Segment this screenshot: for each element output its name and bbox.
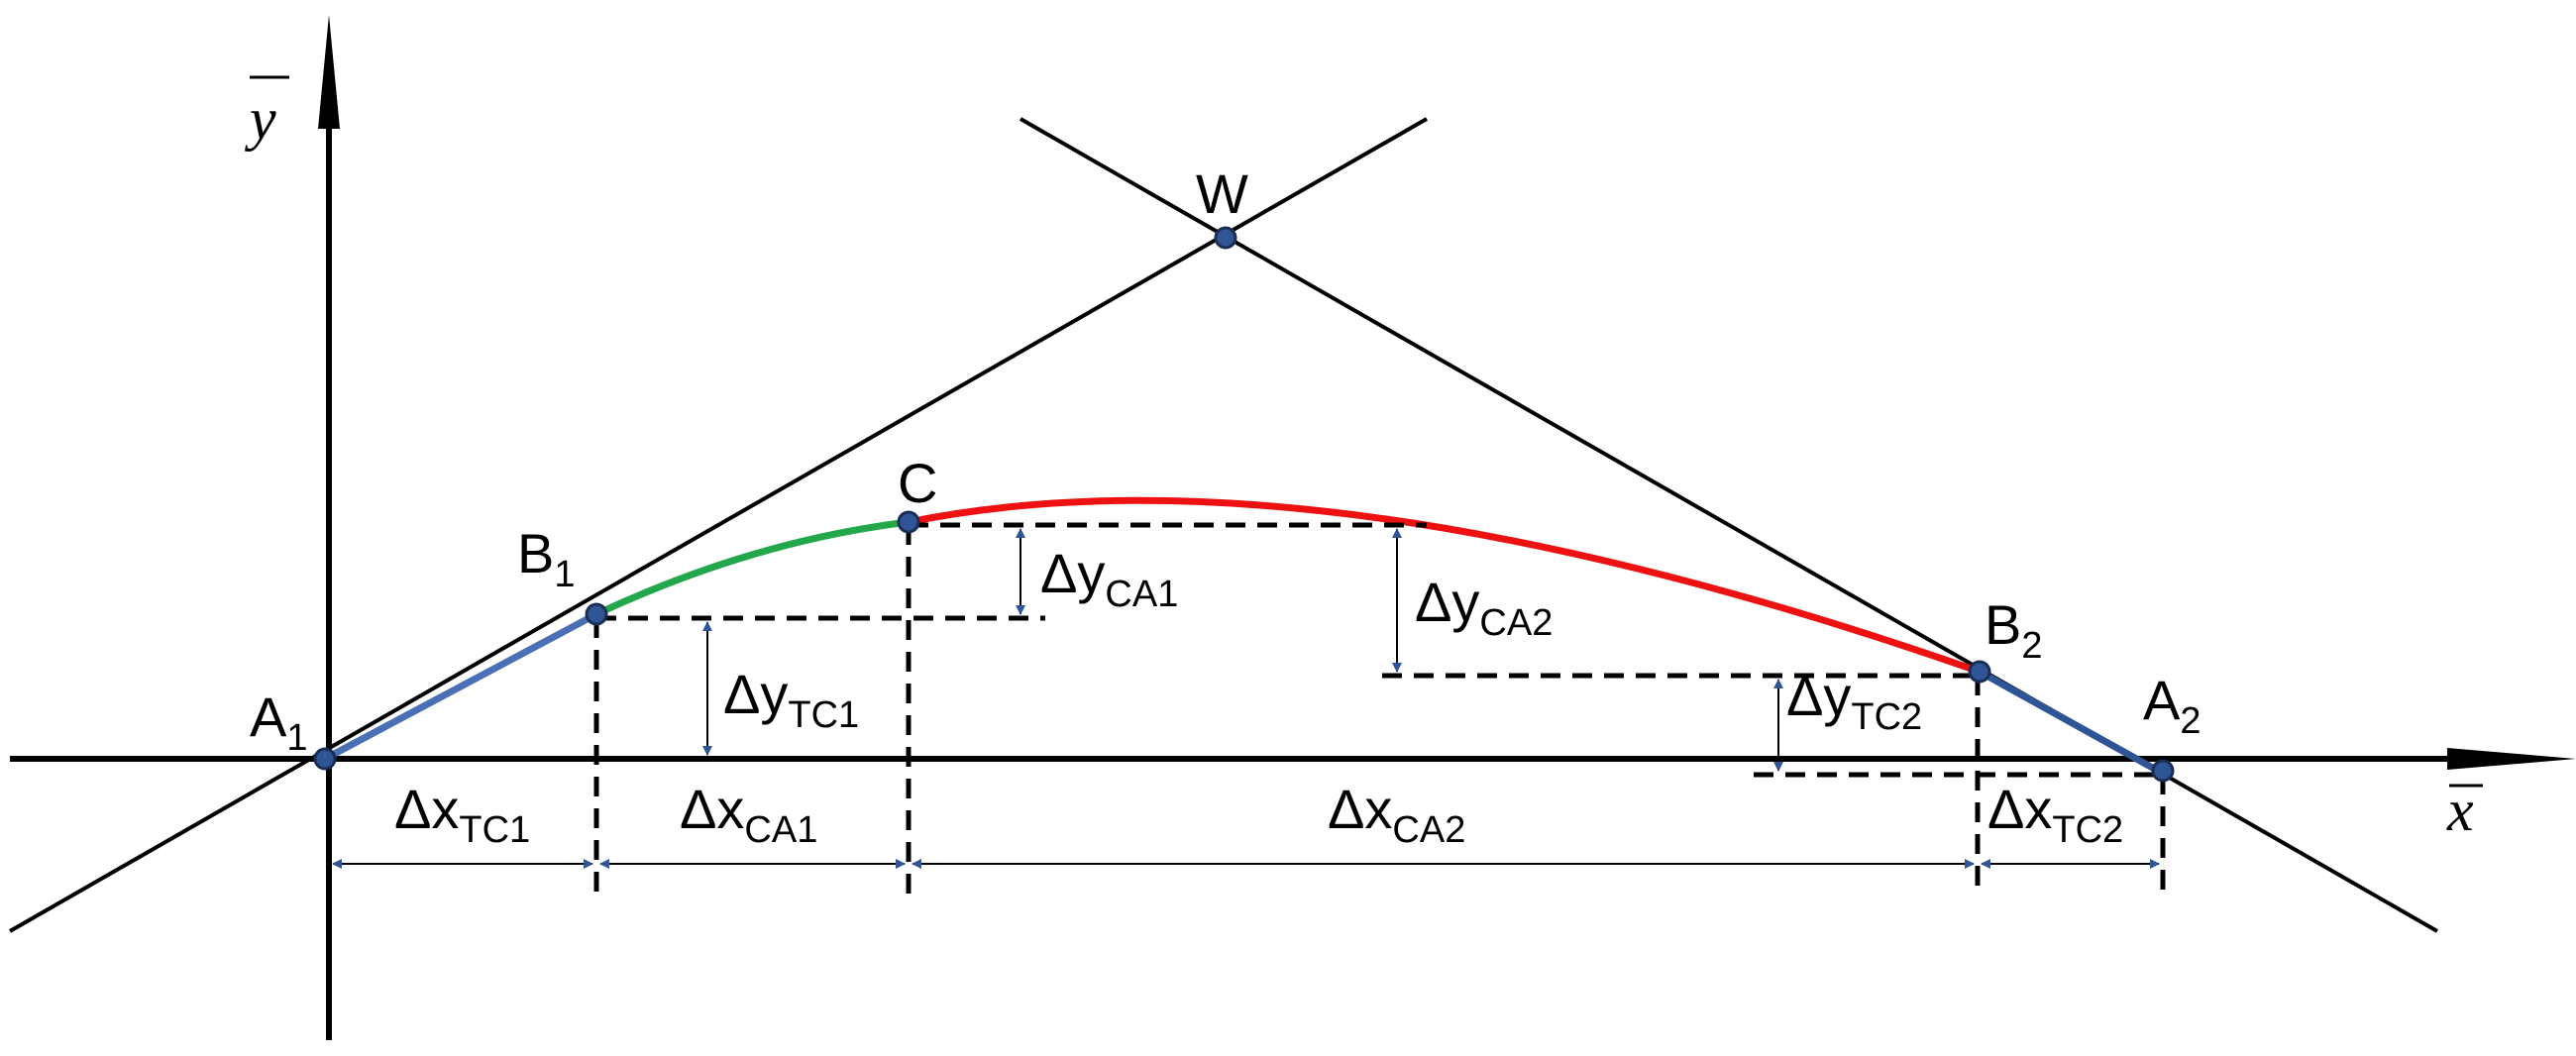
segment-B2-A2 <box>1978 668 2160 775</box>
arc-B1-C <box>594 518 910 618</box>
label-dy-ca2: ΔyCA2 <box>1415 571 1553 644</box>
label-dx-tc2: ΔxTC2 <box>1987 778 2123 851</box>
label-A1: A1 <box>250 686 308 759</box>
label-dx-tc1: ΔxTC1 <box>394 778 530 851</box>
point-W <box>1214 226 1237 250</box>
y-axis-arrowhead <box>318 15 340 129</box>
arc-C-B2 <box>908 496 1982 676</box>
point-A2 <box>2151 759 2175 783</box>
y-axis-label: y <box>244 86 276 152</box>
label-dx-ca2: ΔxCA2 <box>1328 778 1465 851</box>
vertical-dimension-arrows <box>702 528 1783 772</box>
x-axis-arrowhead <box>2447 748 2576 770</box>
label-A2: A2 <box>2143 669 2201 742</box>
point-B1 <box>585 602 608 626</box>
point-A1 <box>313 747 337 771</box>
label-dx-ca1: ΔxCA1 <box>680 778 817 851</box>
x-axis-label: x <box>2446 778 2474 843</box>
label-dy-tc2: ΔyTC2 <box>1786 665 1922 738</box>
label-B1: B1 <box>517 522 576 595</box>
label-dy-ca1: ΔyCA1 <box>1040 542 1178 615</box>
tangent-line-right <box>1020 117 2438 933</box>
point-C <box>897 510 920 534</box>
point-B2 <box>1968 660 1991 684</box>
segment-A1-B1 <box>323 610 598 763</box>
label-B2: B2 <box>1985 593 2043 667</box>
label-dy-tc1: ΔyTC1 <box>723 663 859 736</box>
dashed-guides <box>593 522 2166 897</box>
label-C: C <box>898 452 937 514</box>
points <box>313 226 2175 783</box>
tangent-line-left <box>9 117 1428 933</box>
label-W: W <box>1196 162 1248 225</box>
